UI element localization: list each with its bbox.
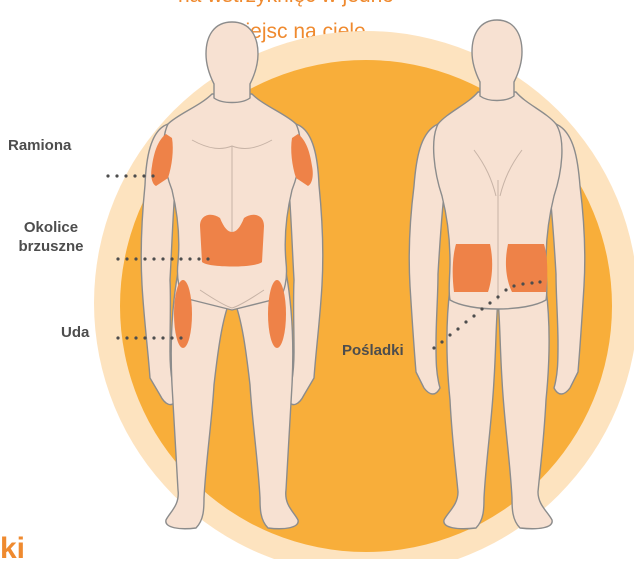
front-right-thigh-zone — [268, 280, 286, 348]
label-abdomen: Okolice brzuszne — [2, 218, 100, 256]
front-right-arm-zone — [291, 134, 313, 186]
front-left-arm-zone — [151, 134, 173, 186]
label-abdomen-line-1: Okolice — [23, 219, 79, 236]
leader-dots — [106, 174, 542, 350]
back-body-details — [473, 149, 523, 300]
bottom-heading-fragment: ki — [0, 532, 26, 565]
label-thighs: Uda — [61, 324, 90, 341]
intro-line-1: na wstrzyknięć w jedno — [178, 0, 394, 14]
back-right-buttock-zone — [505, 244, 548, 292]
front-abdomen-zone — [200, 214, 264, 267]
back-left-buttock-zone — [452, 244, 493, 292]
label-abdomen-line-2: brzuszne — [18, 238, 84, 255]
label-arms: Ramiona — [8, 137, 72, 154]
front-left-thigh-zone — [174, 280, 192, 348]
injection-zones — [151, 134, 548, 348]
label-buttocks: Pośladki — [342, 342, 404, 359]
